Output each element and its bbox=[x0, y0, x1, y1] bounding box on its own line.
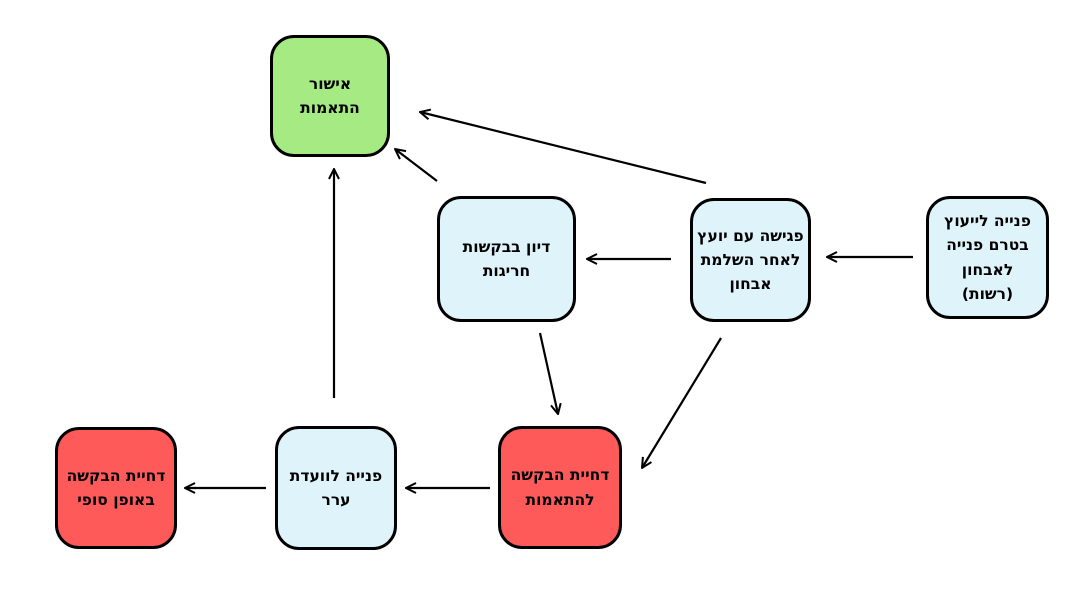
node-label: דחיית הבקשה להתאמות bbox=[510, 466, 610, 509]
node-approve-accommodations: אישור התאמות bbox=[270, 35, 390, 157]
node-advisor-meeting: פגישה עם יועץ לאחר השלמת אבחון bbox=[690, 198, 811, 322]
node-label: פנייה לייעוץ בטרם פנייה לאבחון (רשות) bbox=[944, 212, 1031, 303]
node-label: פגישה עם יועץ לאחר השלמת אבחון bbox=[697, 226, 804, 293]
node-label: פנייה לוועדת ערר bbox=[289, 466, 383, 509]
node-exception-requests: דיון בבקשות חריגות bbox=[437, 196, 576, 322]
edge-exceptions-to-reject-arrow bbox=[538, 332, 558, 414]
edge-meeting-to-reject-arrow bbox=[642, 337, 722, 468]
edge-exceptions-to-approve-arrow bbox=[395, 149, 438, 182]
node-request-rejected: דחיית הבקשה להתאמות bbox=[498, 426, 622, 549]
node-final-rejection: דחיית הבקשה באופן סופי bbox=[55, 427, 177, 549]
node-appeal-committee: פנייה לוועדת ערר bbox=[275, 426, 397, 550]
node-optional-consultation: פנייה לייעוץ בטרם פנייה לאבחון (רשות) bbox=[926, 196, 1049, 319]
node-label: דיון בבקשות חריגות bbox=[462, 237, 551, 280]
node-label: אישור התאמות bbox=[300, 74, 360, 117]
edge-meeting-to-approve-arrow bbox=[420, 112, 707, 185]
node-label: דחיית הבקשה באופן סופי bbox=[66, 466, 166, 509]
